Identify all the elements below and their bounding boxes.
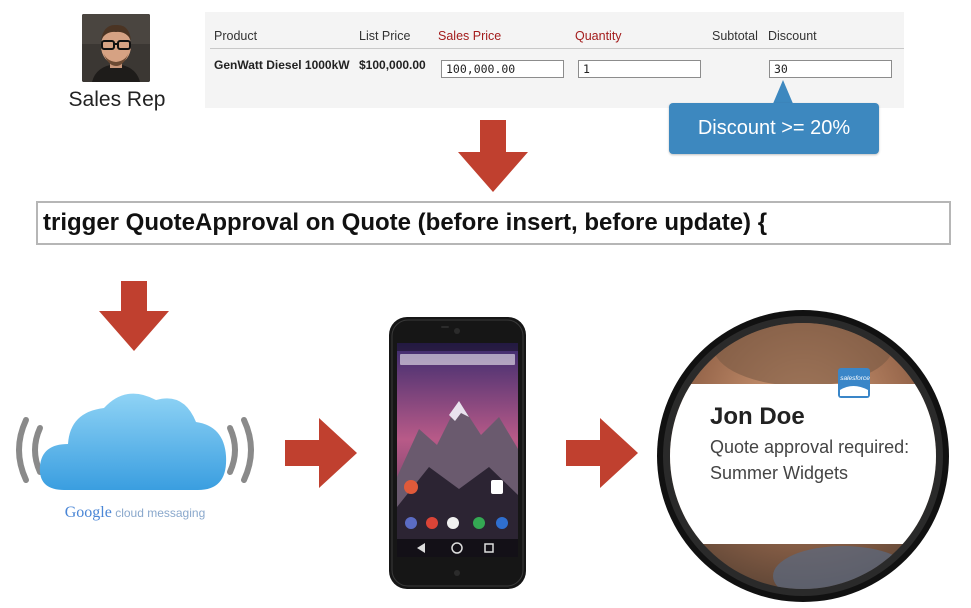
- right-arrow-icon: [566, 418, 638, 488]
- discount-input[interactable]: 30: [769, 60, 892, 78]
- header-quantity: Quantity: [575, 29, 622, 43]
- sales-price-input[interactable]: 100,000.00: [441, 60, 564, 78]
- notification-message-line2: Summer Widgets: [710, 463, 849, 483]
- sales-rep-avatar: [82, 14, 150, 82]
- right-arrow-icon: [285, 418, 357, 488]
- product-name-cell: GenWatt Diesel 1000kW: [214, 58, 350, 72]
- cloud-icon: [16, 393, 254, 490]
- salesforce-app-badge: salesforce: [840, 375, 870, 382]
- android-phone-icon: [389, 317, 526, 589]
- notification-message-line1: Quote approval required:: [710, 437, 910, 457]
- tooltip-pointer: [772, 80, 794, 106]
- gcm-brand-text: Google: [64, 504, 112, 521]
- discount-validation-tooltip: Discount >= 20%: [669, 103, 879, 154]
- down-arrow-icon: [458, 120, 528, 192]
- header-discount: Discount: [768, 29, 817, 43]
- list-price-cell: $100,000.00: [359, 58, 426, 72]
- gcm-label: Google cloud messaging: [40, 504, 230, 522]
- header-subtotal: Subtotal: [712, 29, 758, 43]
- notification-sender: Jon Doe: [710, 403, 805, 430]
- header-divider: [210, 48, 904, 49]
- gcm-service-text: cloud messaging: [111, 506, 206, 520]
- quote-line-items-table: Product List Price Sales Price Quantity …: [205, 12, 904, 108]
- header-product: Product: [214, 29, 258, 43]
- smartwatch-icon: [657, 310, 949, 602]
- header-list-price: List Price: [359, 29, 411, 43]
- down-arrow-icon: [99, 281, 169, 351]
- apex-trigger-declaration: trigger QuoteApproval on Quote (before i…: [36, 201, 951, 245]
- quantity-input[interactable]: 1: [578, 60, 701, 78]
- sales-rep-label: Sales Rep: [68, 88, 166, 111]
- header-sales-price: Sales Price: [438, 29, 502, 43]
